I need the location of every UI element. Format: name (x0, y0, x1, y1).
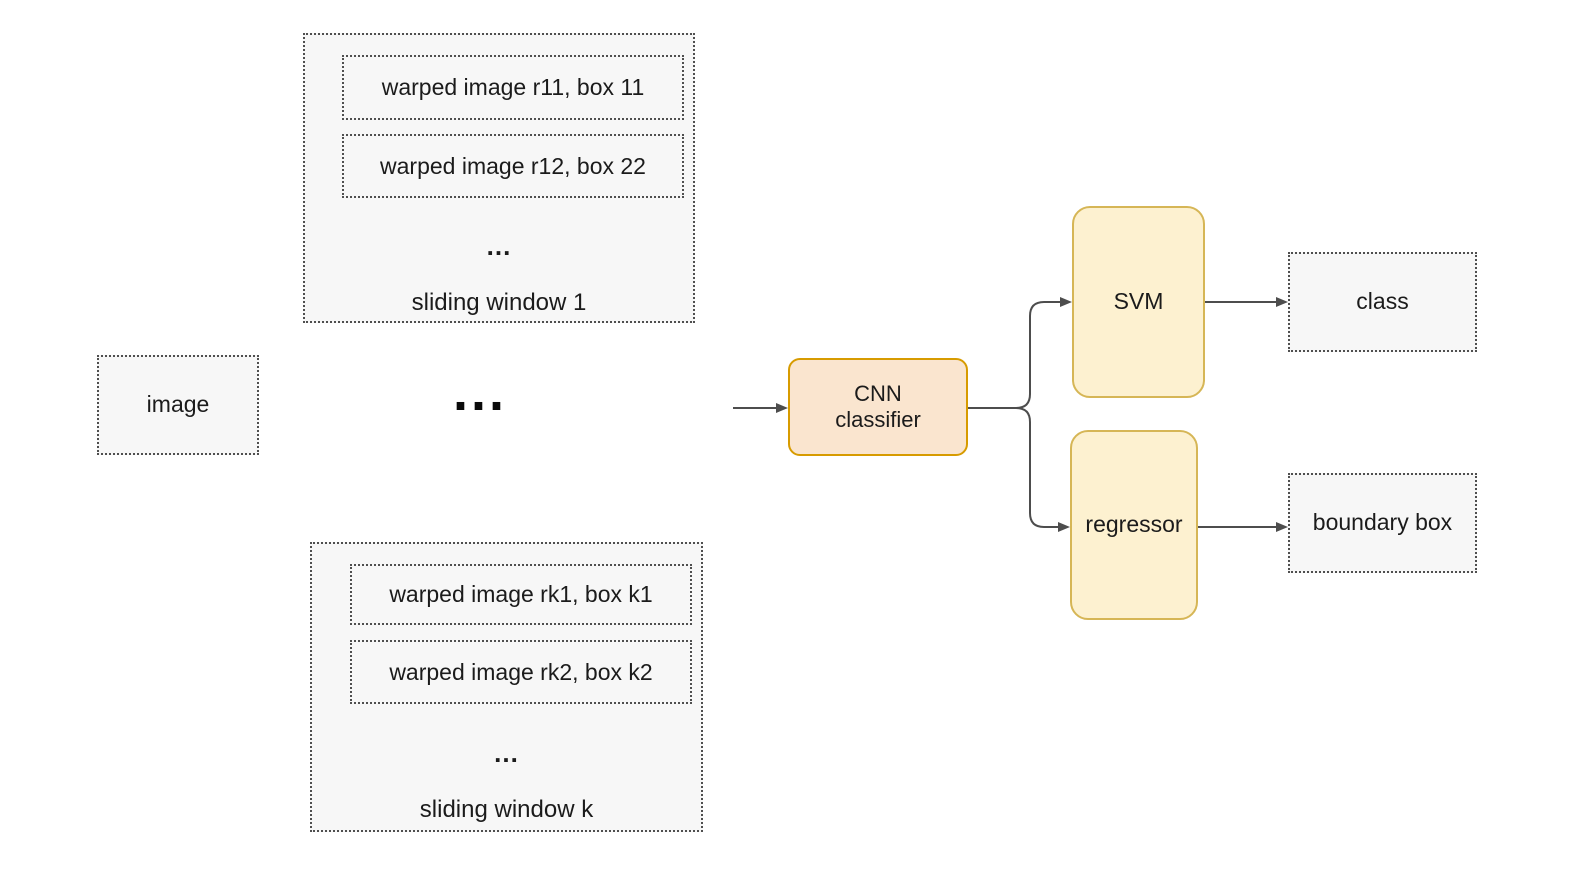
warped-image-r12-label: warped image r12, box 22 (380, 152, 646, 179)
warped-image-rk1-label: warped image rk1, box k1 (389, 581, 653, 607)
edge-cnn-to-regressor (968, 407, 1070, 532)
warped-image-r11-label: warped image r11, box 11 (381, 74, 645, 100)
sliding-window-1-ellipsis: ... (486, 231, 512, 261)
node-image-label: image (146, 391, 210, 418)
node-sliding-window-1: warped image r11, box 11 warped image r1… (303, 33, 695, 323)
edge-cnn-to-svm (968, 297, 1072, 409)
sliding-window-1-label: sliding window 1 (411, 289, 587, 316)
node-cnn-classifier: CNN classifier (788, 358, 968, 456)
node-image: image (97, 355, 259, 455)
cnn-classifier-label: CNN classifier (835, 380, 921, 432)
middle-ellipsis: ... (452, 362, 507, 422)
node-warped-image-r12: warped image r12, box 22 (342, 134, 684, 198)
class-label: class (1356, 288, 1409, 315)
svm-label: SVM (1113, 288, 1164, 315)
node-boundary-box: boundary box (1288, 473, 1477, 573)
node-svm: SVM (1072, 206, 1205, 398)
node-warped-image-rk2: warped image rk2, box k2 (350, 640, 692, 704)
boundary-box-label: boundary box (1312, 509, 1453, 536)
sliding-window-k-label: sliding window k (419, 796, 594, 823)
node-warped-image-rk1: warped image rk1, box k1 (350, 564, 692, 625)
sliding-window-k-ellipsis: ... (494, 738, 519, 768)
node-class: class (1288, 252, 1477, 352)
node-regressor: regressor (1070, 430, 1198, 620)
node-warped-image-r11: warped image r11, box 11 (342, 55, 684, 120)
warped-image-rk2-label: warped image rk2, box k2 (389, 658, 653, 685)
node-sliding-window-k: warped image rk1, box k1 warped image rk… (310, 542, 703, 832)
regressor-label: regressor (1085, 511, 1183, 538)
